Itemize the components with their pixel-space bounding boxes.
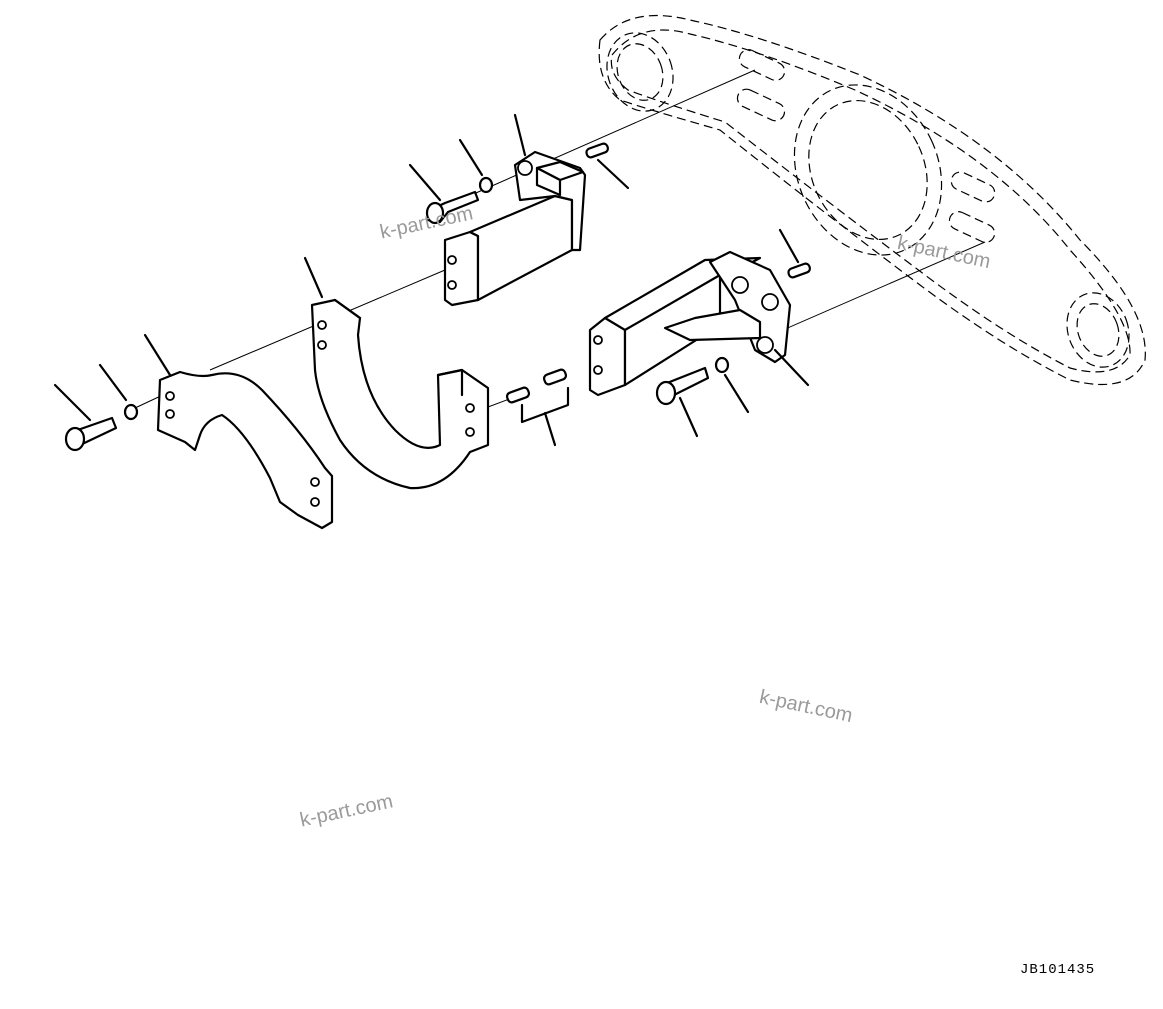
- middle-cap-part: [310, 298, 490, 490]
- leader-lines: [53, 113, 810, 447]
- track-frame-outline: [598, 14, 1146, 386]
- drawing-code: JB101435: [1020, 962, 1096, 978]
- right-bolt: [655, 356, 730, 406]
- dowel-pins: [505, 368, 568, 404]
- right-pin: [787, 262, 812, 279]
- right-bracket-part: [588, 250, 792, 397]
- left-bolt: [64, 403, 139, 452]
- left-cap-part: [156, 370, 334, 530]
- upper-fasteners: [425, 142, 610, 225]
- upper-bracket-part: [443, 150, 587, 307]
